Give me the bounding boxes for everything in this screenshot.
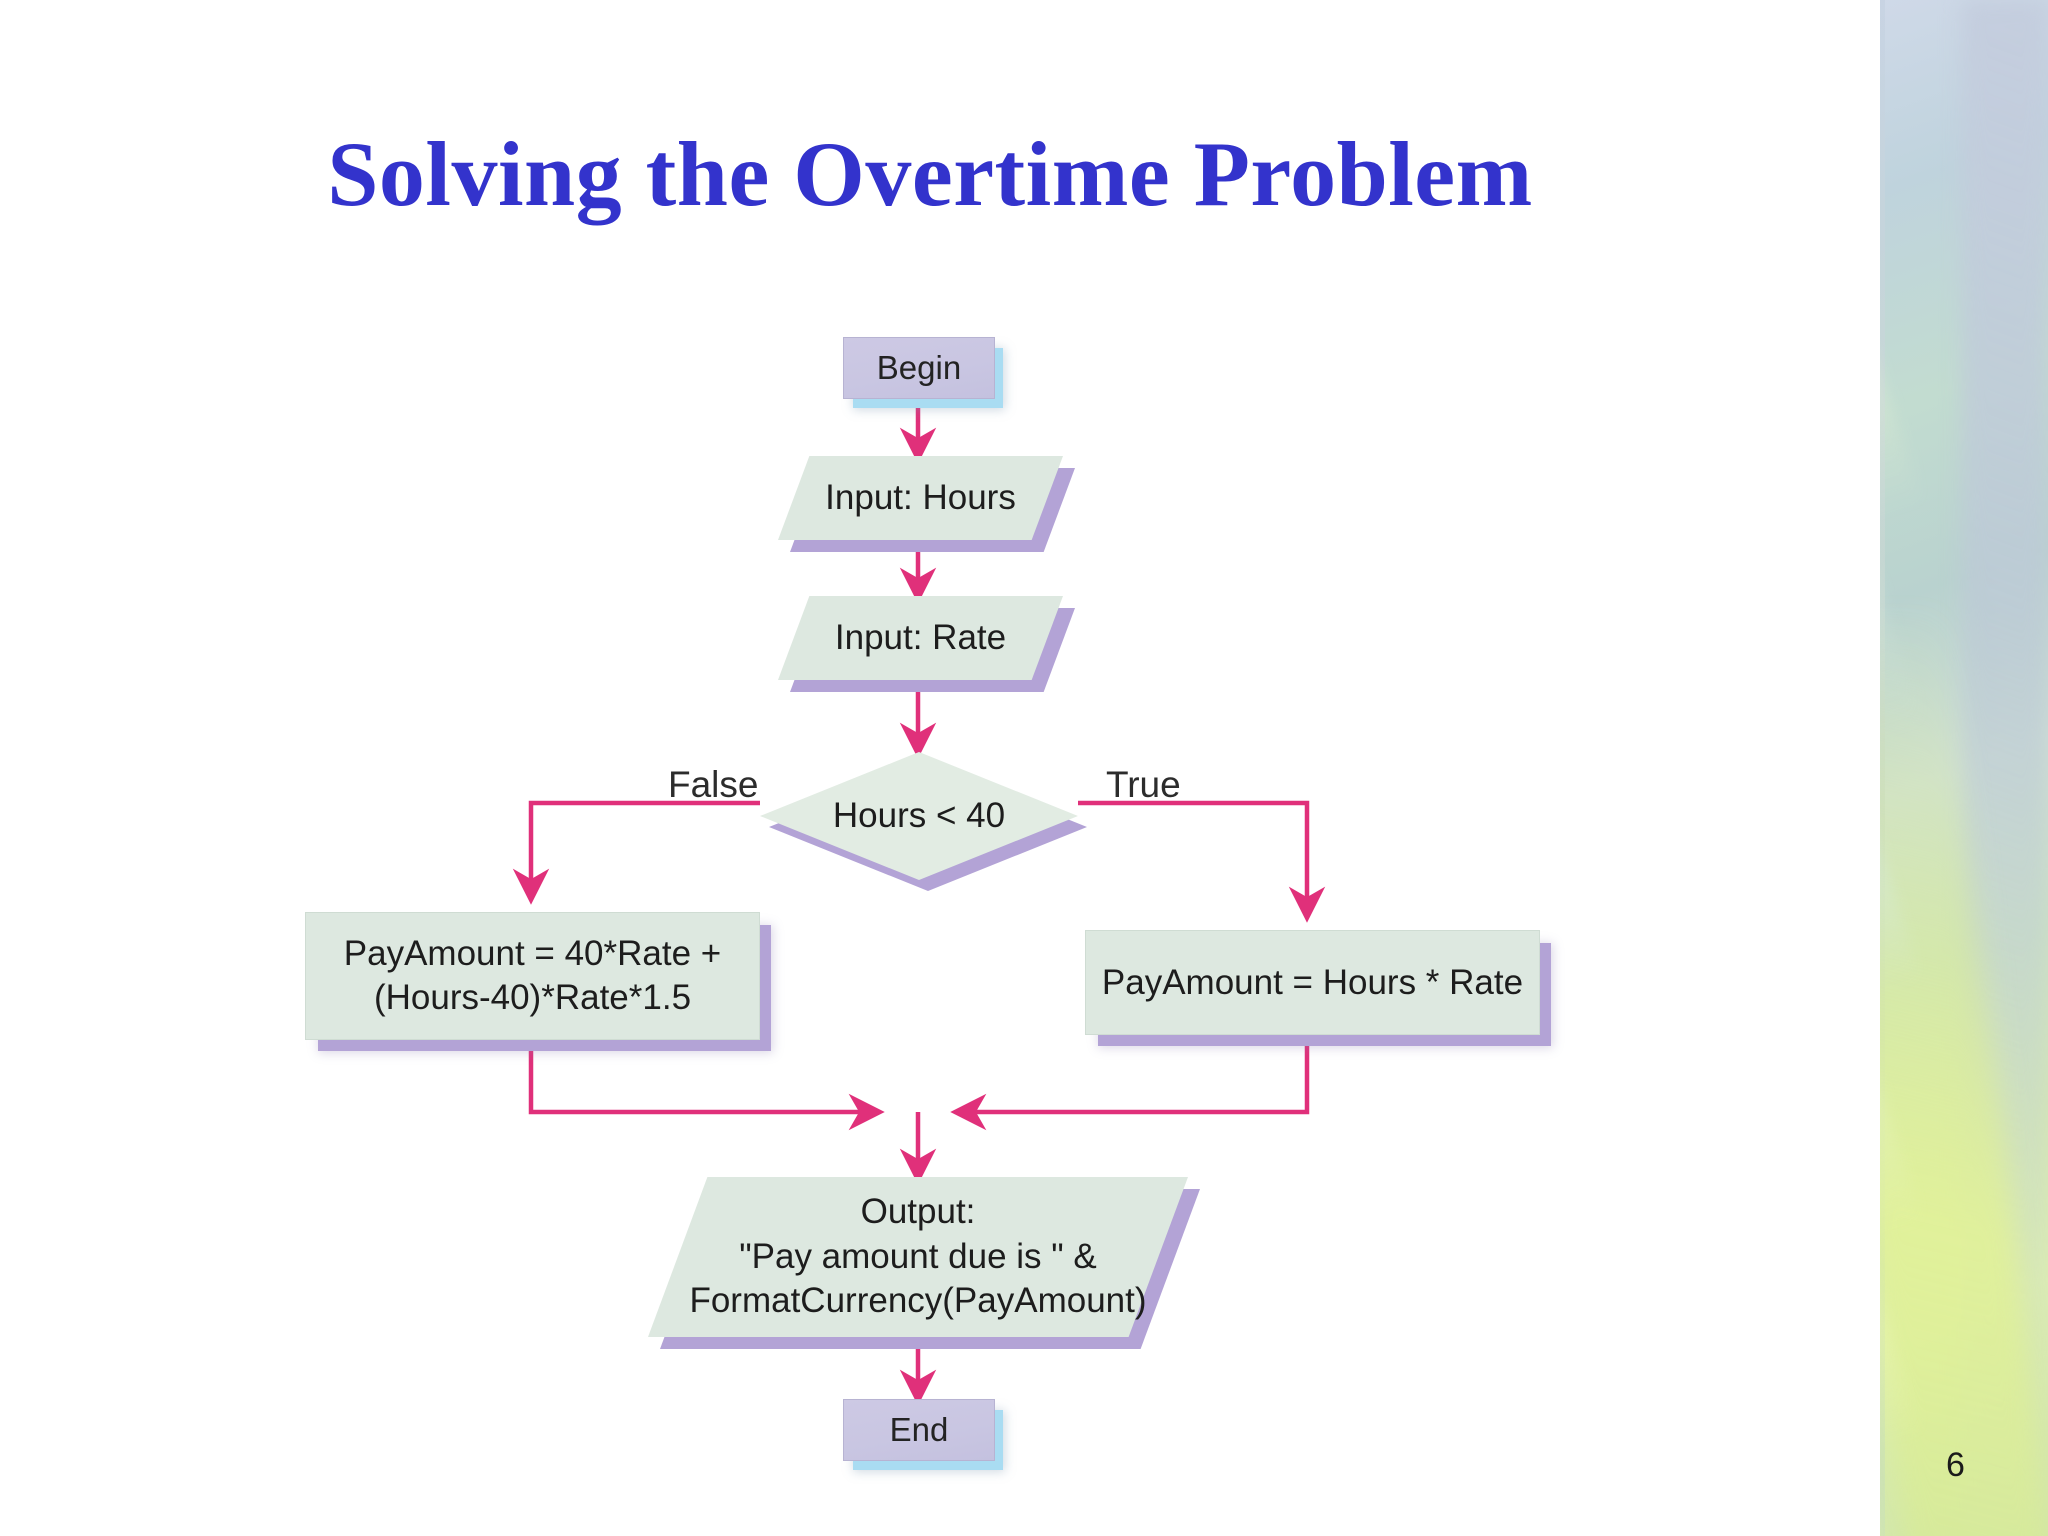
node-input-hours-label: Input: Hours [825,477,1016,517]
node-face [778,456,1063,540]
node-overtime-pay-line1: PayAmount = 40*Rate + [343,934,722,974]
node-regular-pay-label: PayAmount = Hours * Rate [1101,962,1524,1002]
node-output[interactable]: Output: "Pay amount due is " & FormatCur… [648,1177,1200,1349]
flowchart: Begin Input: Hours Input: Rate Hours < 4… [305,337,1540,1461]
edge-regular-to-merge [950,1035,1310,1131]
node-input-rate-label: Input: Rate [834,617,1007,657]
node-input-rate[interactable]: Input: Rate [778,596,1075,692]
node-face [778,596,1063,680]
decorative-side-band [1880,0,2048,1536]
node-overtime-pay-line2: (Hours-40)*Rate*1.5 [373,978,692,1017]
branch-label-true: True [1106,764,1181,805]
node-output-line1: Output: [860,1191,976,1231]
branch-label-false: False [668,764,759,805]
node-output-line2: "Pay amount due is " & [739,1236,1097,1276]
node-input-hours[interactable]: Input: Hours [778,456,1075,552]
node-decision-label: Hours < 40 [832,796,1006,835]
node-overtime-pay[interactable]: PayAmount = 40*Rate + (Hours-40)*Rate*1.… [305,912,760,1040]
edge-overtime-to-merge [528,1040,885,1131]
node-begin-label: Begin [876,349,962,387]
node-regular-pay[interactable]: PayAmount = Hours * Rate [1085,930,1540,1035]
node-end[interactable]: End [843,1399,995,1461]
node-face [648,1177,1188,1337]
node-output-labels: Output: "Pay amount due is " & FormatCur… [648,1177,1188,1337]
page-title: Solving the Overtime Problem [327,123,1533,225]
flowchart-connectors [512,400,1326,1406]
node-end-label: End [889,1411,949,1449]
node-begin[interactable]: Begin [843,337,995,399]
node-output-line3: FormatCurrency(PayAmount) [689,1281,1147,1321]
edge-decision-true [1078,800,1326,923]
page-number: 6 [1946,1446,1965,1484]
node-decision[interactable]: Hours < 40 [760,752,1087,891]
edge-decision-false [512,800,760,905]
band-streak [1880,104,1924,526]
